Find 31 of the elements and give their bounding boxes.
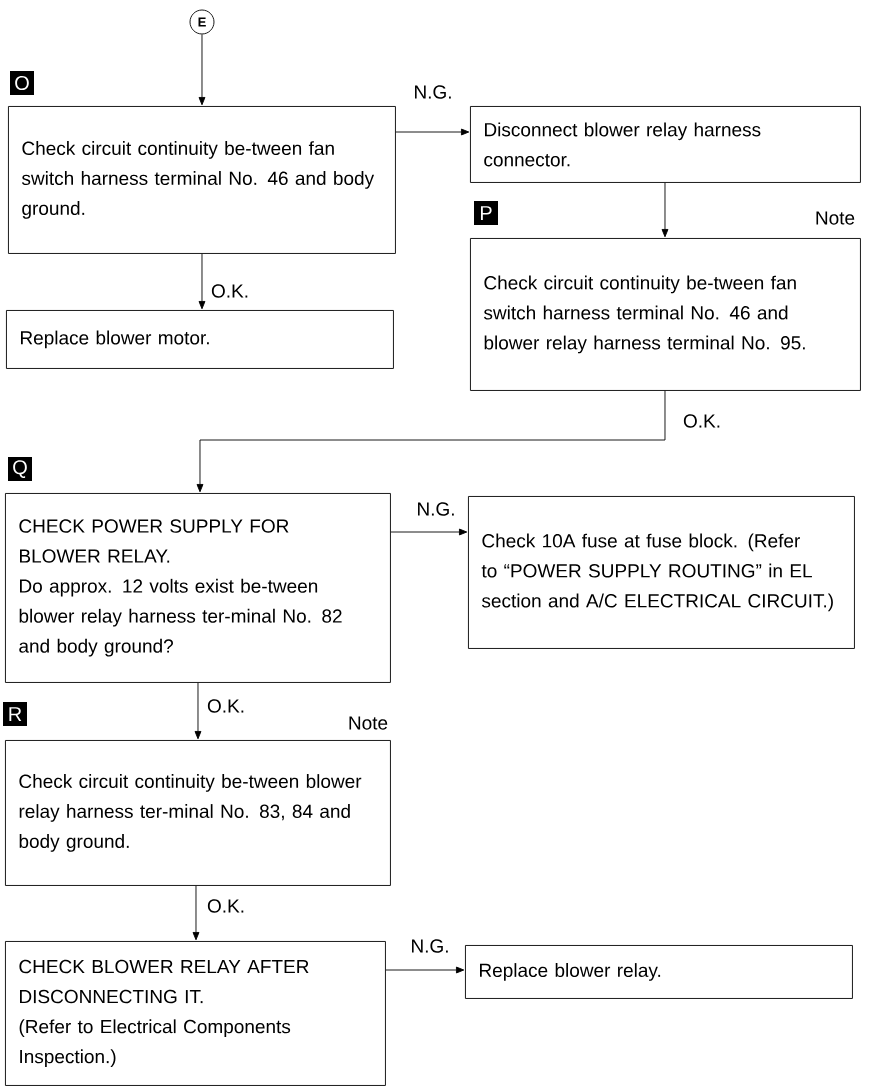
edge-label: N.G. [412,84,454,100]
process-box: Check 10A fuse at fuse block. (Refer to “POWER SUPPLY ROUTING” in EL section and A/C ELECTRICAL CIRCUIT.) [468,496,855,649]
step-tag: R [3,702,27,726]
step-tag: Q [8,457,32,481]
edge-label: O.K. [210,283,250,299]
arrow [198,34,206,106]
process-box: Check circuit continuity be-tween fan switch harness terminal No. 46 and body ground. [8,106,396,254]
edge-label: O.K. [206,698,246,714]
process-box: CHECK POWER SUPPLY FOR BLOWER RELAY. Do approx. 12 volts exist be-tween blower relay harness ter-minal No. 82 and body ground? [5,493,391,683]
edge-label: O.K. [682,413,722,429]
process-box: Check circuit continuity be-tween blower relay harness ter-minal No. 83, 84 and body ground. [5,740,391,886]
arrow [198,253,206,310]
arrow [192,885,200,941]
arrow [196,390,666,493]
process-box: Replace blower relay. [465,945,853,999]
process-box: Disconnect blower relay harness connector. [470,106,861,183]
process-box: Check circuit continuity be-tween fan switch harness terminal No. 46 and blower relay harness terminal No. 95. [470,238,861,391]
edge-label: N.G. [409,938,451,954]
edge-label: O.K. [206,898,246,914]
arrow [194,682,202,740]
note-text: Note [349,716,388,730]
arrow [385,966,465,974]
arrow [661,182,669,238]
edge-label: N.G. [415,501,457,517]
process-box: CHECK BLOWER RELAY AFTER DISCONNECTING IT. (Refer to Electrical Components Inspection.) [5,941,386,1086]
arrow [395,128,470,136]
arrow [390,528,468,536]
process-box: Replace blower motor. [6,310,394,369]
step-tag: P [474,201,498,225]
note-text: Note [816,211,855,225]
step-tag: O [10,71,34,95]
